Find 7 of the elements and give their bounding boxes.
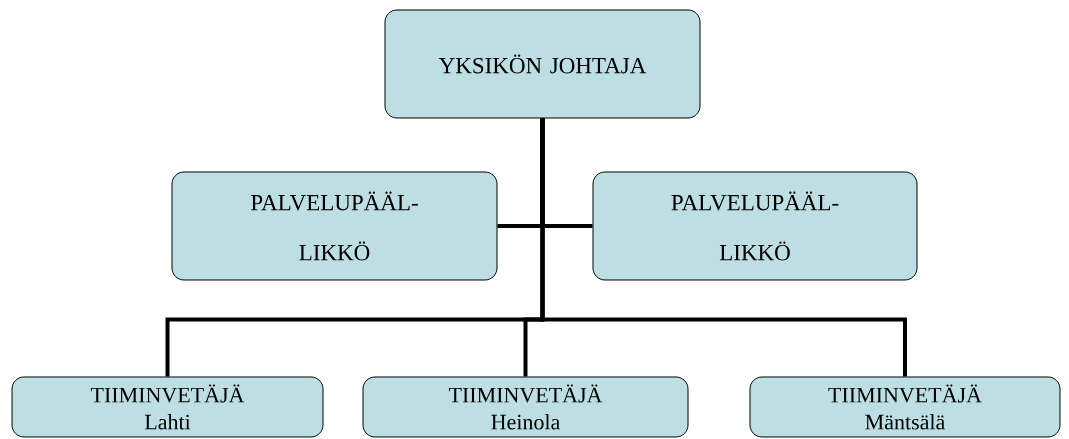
org-box: PALVELUPÄÄL- LIKKÖ — [592, 171, 918, 281]
org-box: PALVELUPÄÄL- LIKKÖ — [171, 171, 498, 281]
connector-line — [540, 118, 907, 377]
org-box: TIIMINVETÄJÄ Lahti — [11, 376, 324, 438]
org-box: TIIMINVETÄJÄ Heinola — [362, 376, 689, 438]
org-box: YKSIKÖN JOHTAJA — [384, 9, 701, 119]
org-box: TIIMINVETÄJÄ Mäntsälä — [749, 376, 1061, 438]
